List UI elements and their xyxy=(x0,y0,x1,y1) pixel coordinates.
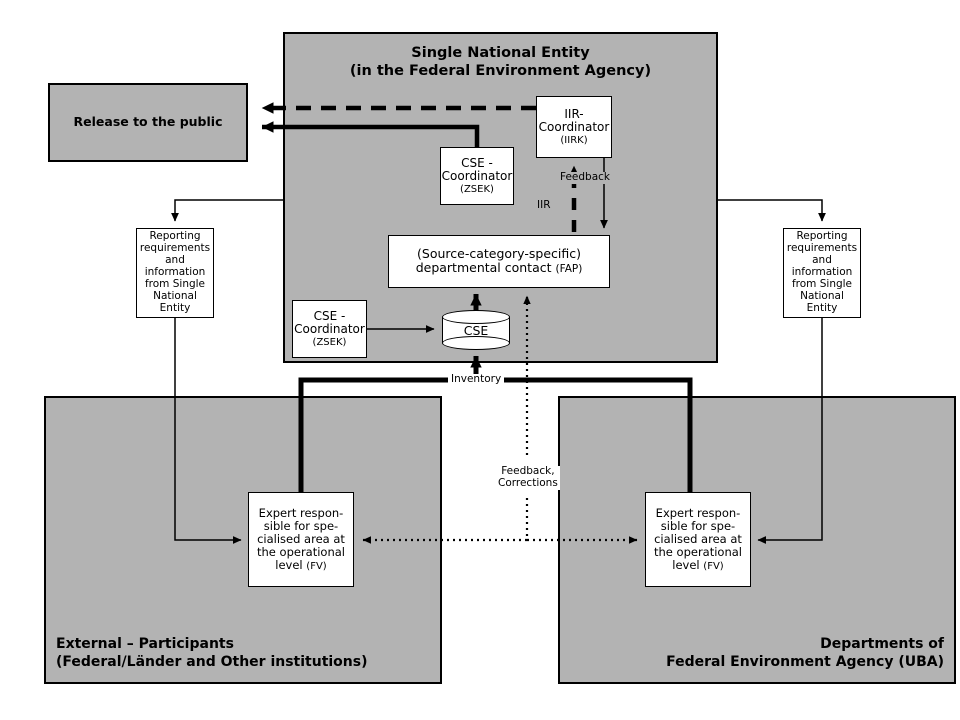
box-expert-right-line4: the operational xyxy=(654,544,742,559)
box-iir-coordinator-line2: Coordinator xyxy=(538,120,610,135)
edge-label-inventory: Inventory xyxy=(448,373,505,386)
edge-sne-to-reporting-right xyxy=(718,199,826,222)
box-expert-operational-right[interactable]: Expert respon- sible for spe- cialised a… xyxy=(645,492,751,587)
panel-title-uba-departments: Departments of Federal Environment Agenc… xyxy=(666,636,944,670)
box-departmental-contact-line2-wrap: departmental contact (FAP) xyxy=(416,261,583,276)
box-reporting-requirements-left[interactable]: Reporting requirements and information f… xyxy=(136,228,214,318)
box-expert-right-line1: Expert respon- xyxy=(655,505,741,520)
box-reporting-requirements-left-label: Reporting requirements and information f… xyxy=(139,230,211,314)
box-release-to-public-label: Release to the public xyxy=(73,114,223,130)
panel-title-single-national-entity: Single National Entity (in the Federal E… xyxy=(349,45,652,80)
box-expert-left-line5-wrap: level (FV) xyxy=(275,558,327,573)
panel-title-external-participants: External – Participants (Federal/Länder … xyxy=(56,636,368,670)
box-cse-coordinator-top-line2: Coordinator xyxy=(441,169,513,184)
database-cse-label: CSE xyxy=(463,322,489,338)
edge-label-iir: IIR xyxy=(537,199,551,212)
edge-label-feedback-corrections: Feedback, Corrections xyxy=(496,465,560,490)
box-expert-right-line5: level xyxy=(672,558,700,573)
box-expert-right-line3: cialised area at xyxy=(654,531,742,546)
box-reporting-requirements-right[interactable]: Reporting requirements and information f… xyxy=(783,228,861,318)
box-expert-left-line4: the operational xyxy=(257,544,345,559)
box-iir-coordinator-abbrev: (IIRK) xyxy=(560,134,588,146)
box-cse-coordinator-top-abbrev: (ZSEK) xyxy=(460,183,494,195)
box-cse-coordinator-bottom-line2: Coordinator xyxy=(294,322,365,337)
box-departmental-contact-abbrev: (FAP) xyxy=(555,263,583,276)
box-cse-coordinator-bottom-line1: CSE - xyxy=(313,308,346,323)
box-expert-operational-left[interactable]: Expert respon- sible for spe- cialised a… xyxy=(248,492,354,587)
box-expert-left-line5: level xyxy=(275,558,303,573)
box-cse-coordinator-bottom-abbrev: (ZSEK) xyxy=(312,336,347,348)
box-cse-coordinator-bottom[interactable]: CSE - Coordinator (ZSEK) xyxy=(292,300,367,358)
edge-label-feedback: Feedback xyxy=(560,171,611,184)
box-reporting-requirements-right-label: Reporting requirements and information f… xyxy=(786,230,858,314)
box-expert-right-line2: sible for spe- xyxy=(660,518,736,533)
edge-sne-to-reporting-left xyxy=(171,199,283,222)
box-iir-coordinator-line1: IIR- xyxy=(564,106,584,121)
box-cse-coordinator-top-line1: CSE - xyxy=(461,155,493,170)
box-expert-right-abbrev: (FV) xyxy=(703,561,724,573)
box-expert-left-line2: sible for spe- xyxy=(263,518,339,533)
database-cylinder-cse[interactable]: CSE xyxy=(442,310,510,350)
box-departmental-contact[interactable]: (Source-category-specific) departmental … xyxy=(388,235,610,288)
box-departmental-contact-line1: (Source-category-specific) xyxy=(417,245,581,261)
box-iir-coordinator[interactable]: IIR- Coordinator (IIRK) xyxy=(536,96,612,158)
box-expert-left-abbrev: (FV) xyxy=(306,561,327,573)
box-release-to-public[interactable]: Release to the public xyxy=(48,83,248,162)
box-cse-coordinator-top[interactable]: CSE - Coordinator (ZSEK) xyxy=(440,147,514,205)
box-departmental-contact-line2: departmental contact xyxy=(415,260,552,276)
box-expert-right-line5-wrap: level (FV) xyxy=(672,558,724,573)
cylinder-bottom-ellipse xyxy=(442,336,510,350)
box-expert-left-line1: Expert respon- xyxy=(258,505,344,520)
box-expert-left-line3: cialised area at xyxy=(257,531,345,546)
cylinder-top-ellipse xyxy=(442,310,510,324)
